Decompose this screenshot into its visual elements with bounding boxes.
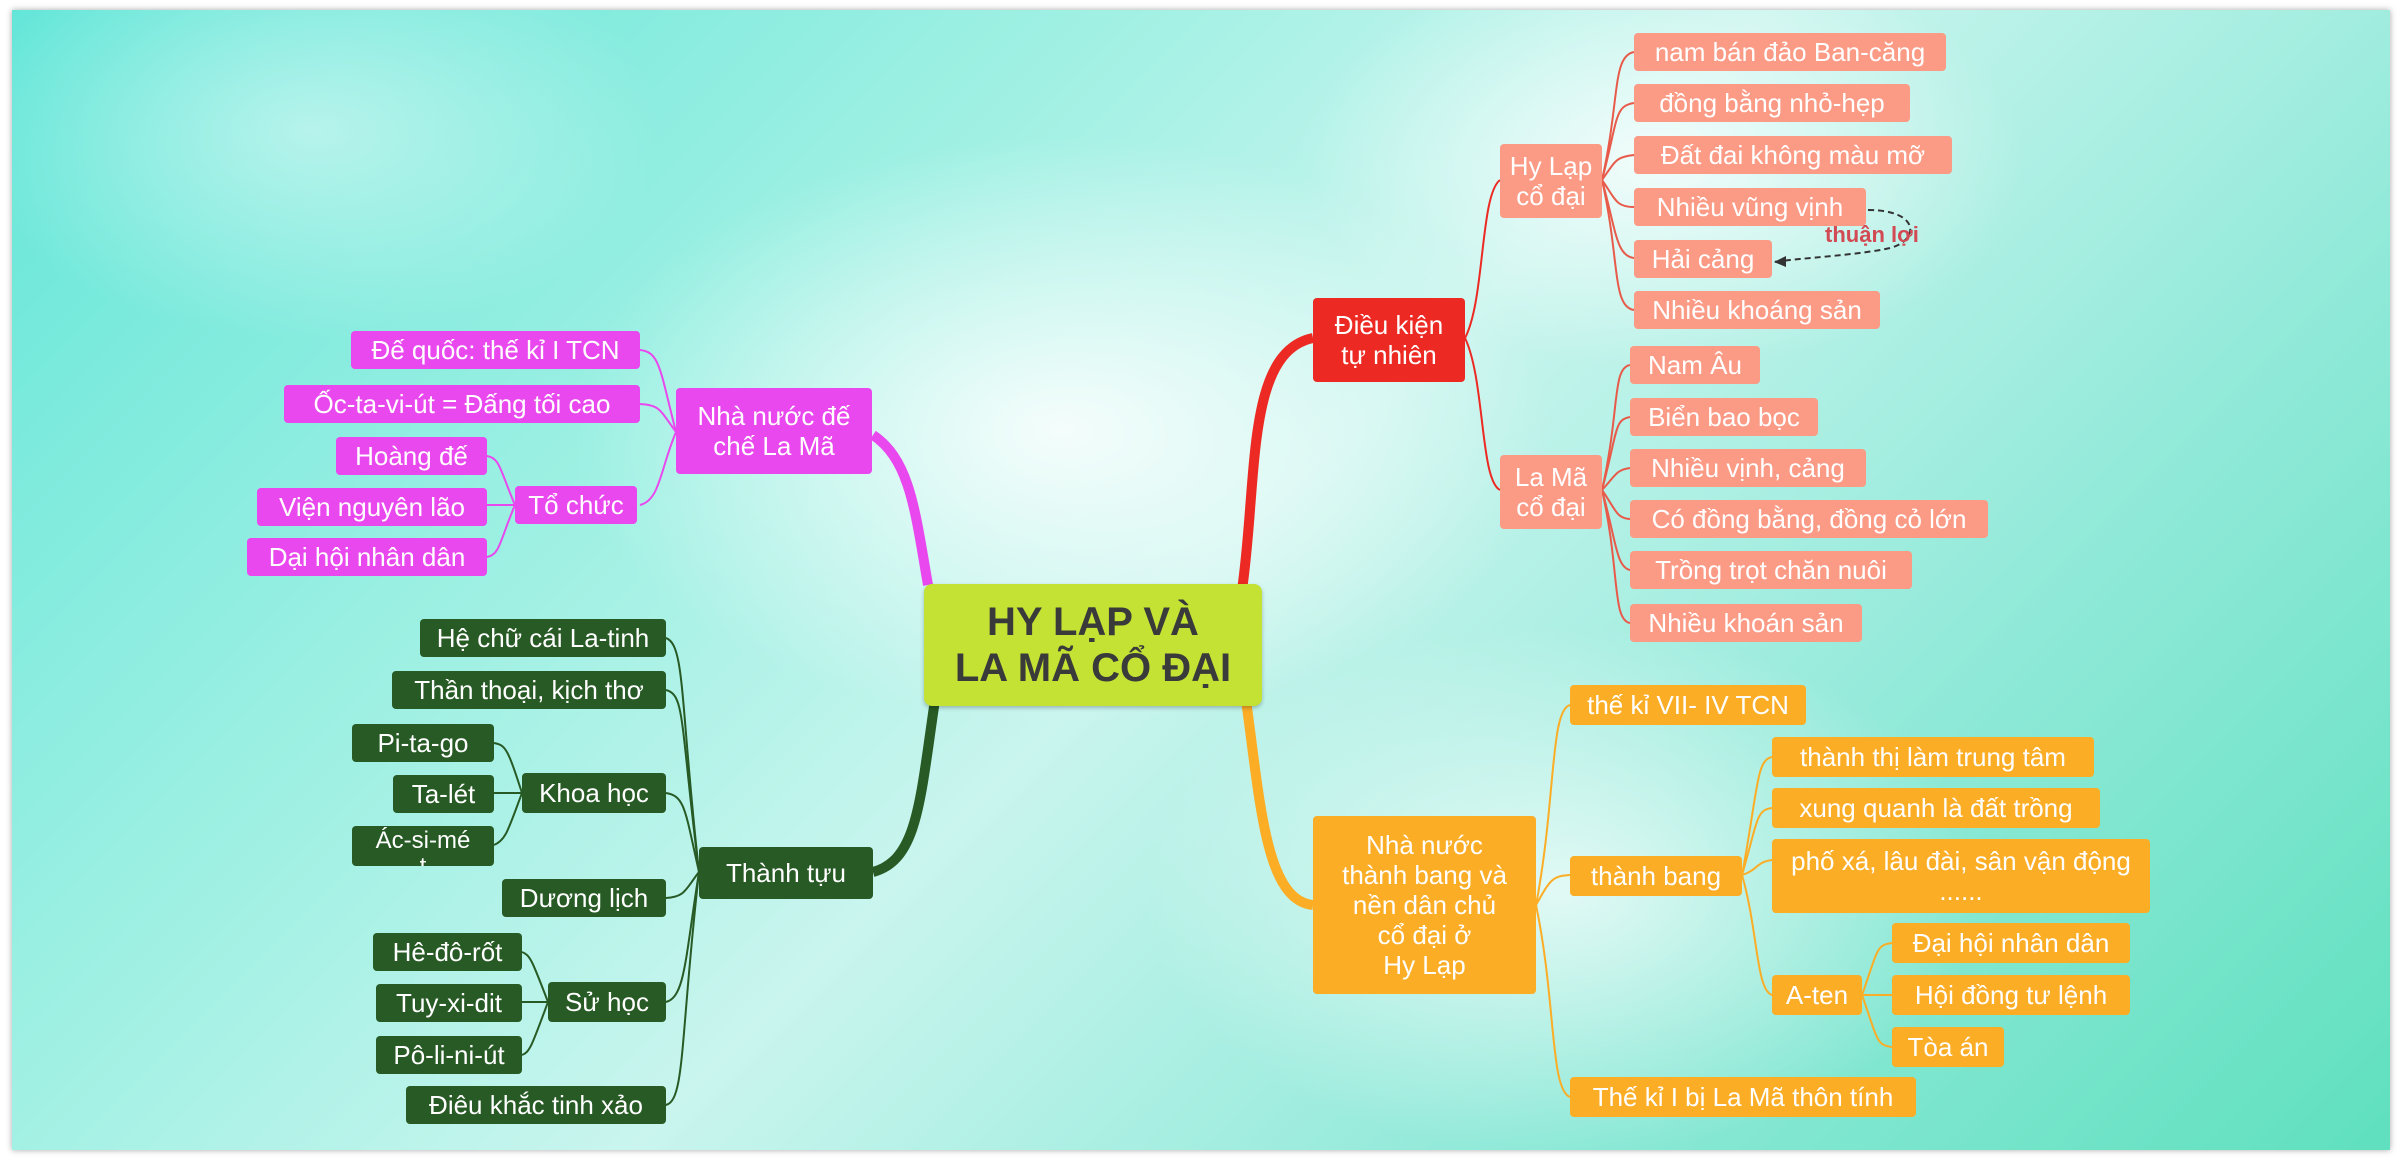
rome-item-3[interactable]: Nhiều vịnh, cảng xyxy=(1630,449,1866,487)
greece-item-5[interactable]: Hải cảng xyxy=(1634,240,1772,278)
annotation-favorable: thuận lợi xyxy=(1825,222,1919,247)
rome-connectors xyxy=(1601,364,1631,624)
athens-item-2[interactable]: Hội đồng tư lệnh xyxy=(1892,975,2130,1015)
rome-item-4[interactable]: Có đồng bằng, đồng cỏ lớn xyxy=(1630,500,1988,538)
topic-ancient-greece[interactable]: Hy Lạp cổ đại xyxy=(1500,144,1602,218)
thanhbang-item-3[interactable]: phố xá, lâu đài, sân vận động ...... xyxy=(1772,839,2150,913)
citystate-end[interactable]: Thế kỉ I bị La Mã thôn tính xyxy=(1570,1077,1916,1117)
central-topic[interactable]: HY LẠP VÀ LA MÃ CỔ ĐẠI xyxy=(924,584,1262,706)
history-item-3[interactable]: Pô-li-ni-út xyxy=(376,1036,522,1074)
rome-item-5[interactable]: Trồng trọt chăn nuôi xyxy=(1630,551,1912,589)
athens-item-3[interactable]: Tòa án xyxy=(1892,1027,2004,1067)
rome-item-2[interactable]: Biển bao bọc xyxy=(1630,398,1818,436)
achievement-latin-alphabet[interactable]: Hệ chữ cái La-tinh xyxy=(420,619,666,657)
history-item-2[interactable]: Tuy-xi-dit xyxy=(376,984,522,1022)
greece-item-4[interactable]: Nhiều vũng vịnh xyxy=(1634,188,1866,226)
achievement-mythology[interactable]: Thần thoại, kịch thơ xyxy=(392,671,666,709)
greece-item-3[interactable]: Đất đai không màu mỡ xyxy=(1634,136,1952,174)
history-item-1[interactable]: Hê-đô-rốt xyxy=(373,933,522,971)
science-item-2[interactable]: Ta-lét xyxy=(393,775,494,813)
science-item-1[interactable]: Pi-ta-go xyxy=(352,724,494,762)
achievements-connectors xyxy=(493,637,700,1106)
topic-thanh-bang[interactable]: thành bang xyxy=(1570,856,1742,896)
org-item-1[interactable]: Hoàng đế xyxy=(336,437,487,475)
annotation-arrow xyxy=(1773,209,1912,263)
greece-connectors xyxy=(1601,51,1635,311)
empire-item-2[interactable]: Ốc-ta-vi-út = Đấng tối cao xyxy=(284,385,640,423)
thanhbang-item-1[interactable]: thành thị làm trung tâm xyxy=(1772,737,2094,777)
branch-natural xyxy=(1237,333,1315,591)
branch-citystate xyxy=(1237,671,1314,910)
topic-science[interactable]: Khoa học xyxy=(522,773,666,813)
greece-item-1[interactable]: nam bán đảo Ban-căng xyxy=(1634,33,1946,71)
rome-item-1[interactable]: Nam Âu xyxy=(1630,346,1760,384)
topic-history[interactable]: Sử học xyxy=(548,982,666,1022)
topic-city-state[interactable]: Nhà nước thành bang và nền dân chủ cổ đạ… xyxy=(1313,816,1536,994)
thanhbang-item-2[interactable]: xung quanh là đất trồng xyxy=(1772,788,2100,828)
natural-connectors xyxy=(1464,179,1501,491)
science-item-3[interactable]: Ác-si-mé t xyxy=(352,826,494,866)
topic-roman-empire[interactable]: Nhà nước đế chế La Mã xyxy=(676,388,872,474)
org-item-2[interactable]: Viện nguyên lão xyxy=(257,488,487,526)
empire-item-1[interactable]: Đế quốc: thế kỉ I TCN xyxy=(351,331,640,369)
achievement-sculpture[interactable]: Điêu khắc tinh xảo xyxy=(406,1086,666,1124)
topic-natural-conditions[interactable]: Điều kiện tự nhiên xyxy=(1313,298,1465,382)
citystate-period[interactable]: thế kỉ VII- IV TCN xyxy=(1570,685,1806,725)
branch-achievements xyxy=(871,699,940,877)
greece-item-6[interactable]: Nhiều khoáng sản xyxy=(1634,291,1880,329)
org-item-3[interactable]: Dại hội nhân dân xyxy=(247,538,487,576)
topic-ancient-rome[interactable]: La Mã cổ đại xyxy=(1500,455,1602,529)
citystate-connectors xyxy=(1535,704,1893,1098)
greece-item-2[interactable]: đồng bằng nhỏ-hẹp xyxy=(1634,84,1910,122)
empire-connectors xyxy=(486,349,677,558)
topic-organization[interactable]: Tổ chức xyxy=(515,486,637,524)
branch-empire xyxy=(870,430,933,586)
rome-item-6[interactable]: Nhiều khoán sản xyxy=(1630,604,1862,642)
achievement-calendar[interactable]: Dương lịch xyxy=(502,879,666,917)
topic-athens[interactable]: A-ten xyxy=(1772,975,1862,1015)
athens-item-1[interactable]: Đại hội nhân dân xyxy=(1892,923,2130,963)
topic-achievements[interactable]: Thành tựu xyxy=(699,847,873,899)
